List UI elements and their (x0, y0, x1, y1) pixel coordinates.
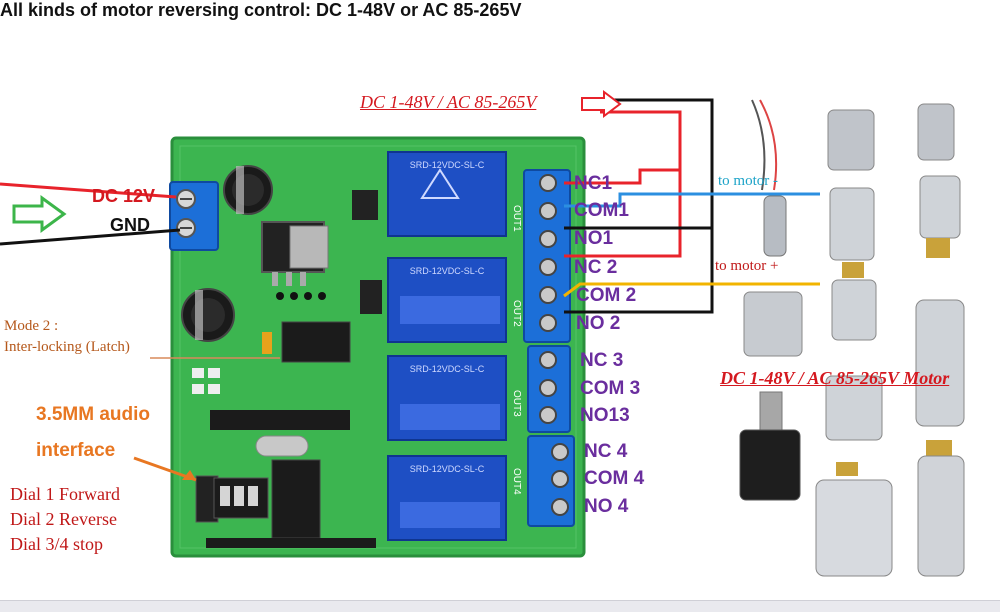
page-title: All kinds of motor reversing control: DC… (0, 0, 522, 20)
relay-2: SRD-12VDC-SL-C (387, 257, 507, 343)
out3-label: OUT3 (511, 390, 522, 417)
to-motor-minus-label: to motor - (718, 173, 778, 189)
power-terminal-block (169, 181, 219, 251)
terminal-screws (539, 174, 569, 516)
relay-4-label: SRD-12VDC-SL-C (410, 464, 485, 474)
wire-black-supply (564, 98, 714, 314)
wire-yellow-com2 (563, 282, 820, 298)
terminal-label-com2: COM 2 (576, 285, 637, 306)
wire-blue-com1 (564, 192, 820, 208)
dial-2-label: Dial 2 Reverse (10, 509, 117, 529)
audio-label-line1: 3.5MM audio (36, 404, 151, 425)
out2-label: OUT2 (511, 300, 522, 327)
relay-2-label: SRD-12VDC-SL-C (410, 266, 485, 276)
terminal-label-no1: NO1 (574, 228, 614, 249)
ic-chip-dip (271, 459, 321, 539)
motor-images (739, 99, 965, 577)
supply-label-top: DC 1-48V / AC 85-265V (360, 92, 537, 112)
out4-label: OUT4 (511, 468, 522, 495)
dial-3-label: Dial 3/4 stop (10, 534, 103, 554)
motor-label: DC 1-48V / AC 85-265V Motor (720, 368, 950, 388)
terminal-label-nc4: NC 4 (584, 441, 628, 462)
terminal-label-no2: NO 2 (576, 313, 621, 334)
wire-black-gnd (0, 228, 181, 246)
crystal (255, 435, 309, 457)
bottom-bar (0, 600, 1000, 612)
relay-3-label: SRD-12VDC-SL-C (410, 364, 485, 374)
to-motor-plus-label: to motor + (715, 258, 779, 274)
terminal-label-no4: NO 4 (584, 496, 629, 517)
bottom-header (206, 538, 376, 548)
relay-4: SRD-12VDC-SL-C (387, 455, 507, 541)
mode-label-line1: Mode 2 : (4, 318, 59, 334)
smd-chip-1 (352, 190, 378, 220)
power-label: DC 12V (92, 186, 156, 206)
terminal-label-nc3: NC 3 (580, 350, 624, 371)
wire-red-power (0, 182, 177, 199)
jumper (262, 332, 272, 354)
mode-label-line2: Inter-locking (Latch) (4, 339, 130, 355)
ic-chip-main (281, 321, 351, 363)
smd-chip-2 (360, 280, 382, 314)
gnd-label: GND (110, 215, 150, 235)
out1-label: OUT1 (511, 205, 522, 232)
terminal-label-nc1: NC1 (574, 173, 613, 194)
terminal-label-com4: COM 4 (584, 468, 645, 489)
pcb-inner-shade (179, 145, 577, 549)
dial-1-label: Dial 1 Forward (10, 484, 120, 504)
terminal-label-nc2: NC 2 (574, 257, 618, 278)
power-arrow (12, 195, 67, 233)
relay-1: SRD-12VDC-SL-C (387, 151, 507, 237)
terminal-label-com1: COM1 (574, 200, 629, 221)
relay-1-label: SRD-12VDC-SL-C (410, 160, 485, 170)
relay-3: SRD-12VDC-SL-C (387, 355, 507, 441)
terminal-label-no13: NO13 (580, 405, 630, 426)
wire-red-nc1 (564, 168, 680, 185)
terminal-label-com3: COM 3 (580, 378, 641, 399)
wire-red-supply (564, 110, 682, 258)
header-pins (210, 410, 350, 430)
audio-label-line2: interface (36, 440, 116, 461)
supply-arrow (581, 90, 622, 118)
